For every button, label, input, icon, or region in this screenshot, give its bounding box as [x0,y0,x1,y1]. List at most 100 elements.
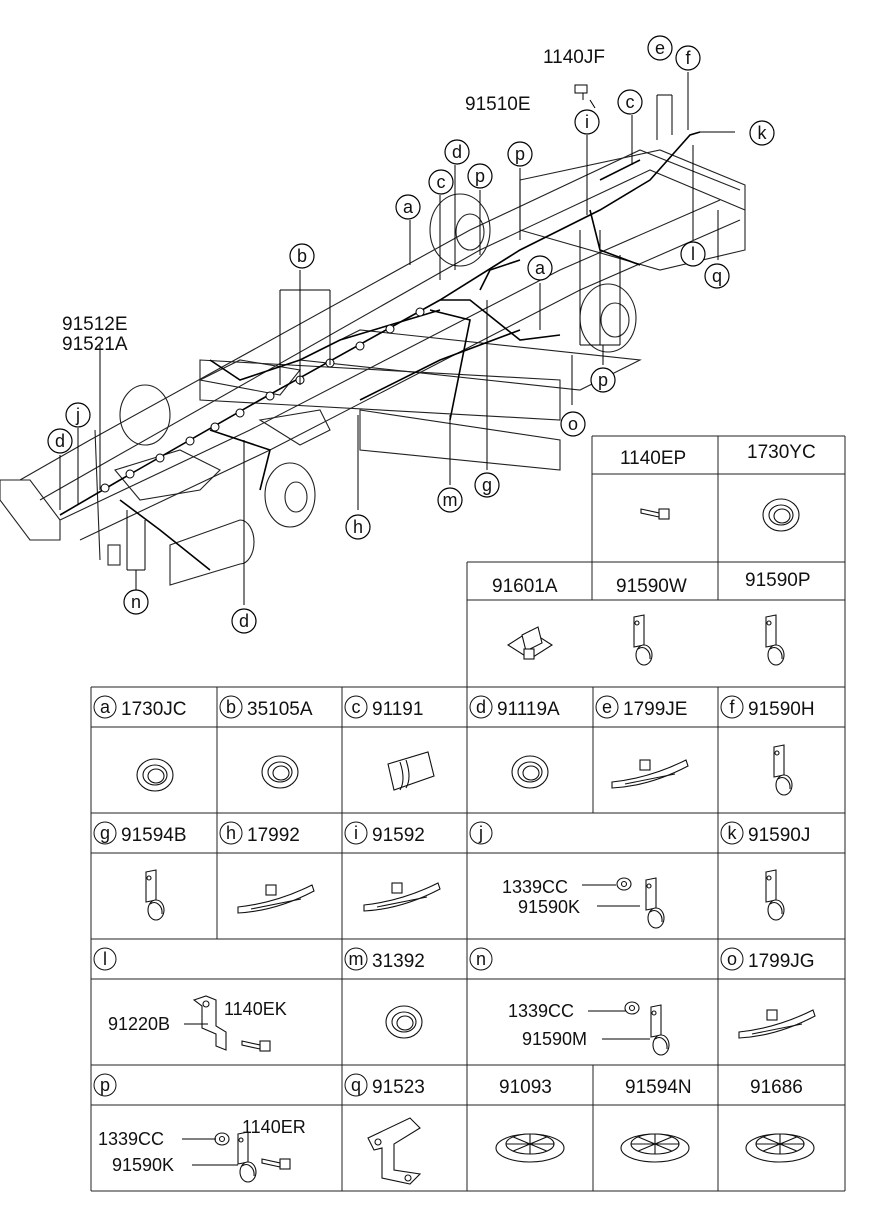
label-91521A: 91521A [62,334,128,355]
cell-code-1140EP: 1140EP [620,448,686,469]
callout-c-marker: c [617,89,643,115]
svg-text:p: p [598,370,608,390]
svg-text:e: e [602,697,612,717]
svg-text:31392: 31392 [372,951,425,972]
svg-text:c: c [352,697,361,717]
svg-text:91590H: 91590H [748,699,815,720]
label-1140JF: 1140JF [543,47,605,68]
cell-header-i: i 91592 [344,821,425,846]
grommet-icon [511,755,549,789]
callout-p-1140ER: 1140ER [242,1117,306,1137]
callout-d-marker: d [47,428,73,454]
svg-text:m: m [349,949,364,969]
grommet-icon [136,758,174,792]
cell-header-n: n [469,947,493,971]
cell-header-x2: 91093 [499,1077,552,1098]
svg-text:d: d [239,611,249,631]
cable-tie-icon [363,882,441,912]
callout-d-marker: d [231,608,257,634]
grommet-icon [261,755,299,789]
svg-text:g: g [100,823,110,843]
callout-o-marker: o [560,411,586,437]
svg-text:m: m [443,490,458,510]
svg-text:k: k [758,123,768,143]
svg-text:n: n [476,949,486,969]
svg-text:17992: 17992 [247,825,300,846]
callout-j-marker: j [65,402,91,428]
svg-text:h: h [226,823,236,843]
cell-header-c: c 91191 [344,695,423,720]
callout-p-marker: p [507,141,533,167]
svg-text:g: g [482,475,492,495]
callout-q-marker: q [704,263,730,289]
svg-text:d: d [452,142,462,162]
clamp-icon [765,869,785,921]
callout-n-1339CC: 1339CC [508,1001,574,1021]
svg-text:91686: 91686 [750,1077,803,1098]
label-91512E: 91512E [62,314,128,335]
callout-l-91220B: 91220B [108,1014,170,1034]
bolt-icon [241,1040,271,1052]
svg-text:c: c [626,92,635,112]
nut-icon [616,877,632,891]
svg-text:q: q [712,266,722,286]
callout-h-marker: h [345,514,371,540]
cable-tie-icon [237,884,315,914]
clamp-icon [633,614,653,666]
svg-text:91191: 91191 [372,699,423,720]
svg-text:f: f [685,48,691,68]
clamp-icon [773,744,793,796]
svg-text:91592: 91592 [372,825,425,846]
cell-header-p: p [93,1073,117,1097]
svg-text:35105A: 35105A [247,699,313,720]
svg-text:f: f [729,697,735,717]
svg-text:a: a [535,258,546,278]
callout-i-marker: i [574,109,600,135]
cell-header-f: f 91590H [720,695,815,720]
callout-d-marker: d [444,139,470,165]
bracket-icon [367,1117,422,1185]
svg-text:c: c [437,172,446,192]
svg-text:p: p [475,166,485,186]
svg-text:o: o [568,414,578,434]
svg-text:91594N: 91594N [625,1077,692,1098]
svg-text:k: k [728,823,738,843]
cable-tie-icon [611,759,689,789]
svg-text:b: b [226,697,236,717]
callout-a-marker: a [527,255,553,281]
svg-text:91523: 91523 [372,1077,425,1098]
callout-m-marker: m [437,487,463,513]
plug-icon [745,1133,815,1163]
protector-icon [387,751,435,791]
callout-n-91590M: 91590M [522,1029,587,1049]
retainer-clip-icon [506,626,554,660]
clamp-icon [645,877,665,929]
callout-g-marker: g [474,472,500,498]
cell-header-b: b 35105A [219,695,313,720]
clamp-icon [765,614,785,666]
cell-code-91601A: 91601A [492,576,558,597]
cell-code-1730YC: 1730YC [747,442,816,463]
grommet-icon [762,498,800,532]
callout-l-marker: l [680,241,706,267]
callout-n-marker: n [123,589,149,615]
callout-e-marker: e [647,35,673,61]
callout-b-marker: b [289,243,315,269]
clamp-icon [237,1131,257,1183]
svg-text:l: l [103,949,107,969]
callout-p-1339CC: 1339CC [98,1129,164,1149]
svg-text:b: b [297,246,307,266]
svg-text:i: i [354,823,358,843]
callout-a-marker: a [395,194,421,220]
cell-header-m: m 31392 [344,947,425,972]
clamp-icon [650,1004,670,1056]
cell-header-h: h 17992 [219,821,300,846]
svg-text:a: a [100,697,111,717]
